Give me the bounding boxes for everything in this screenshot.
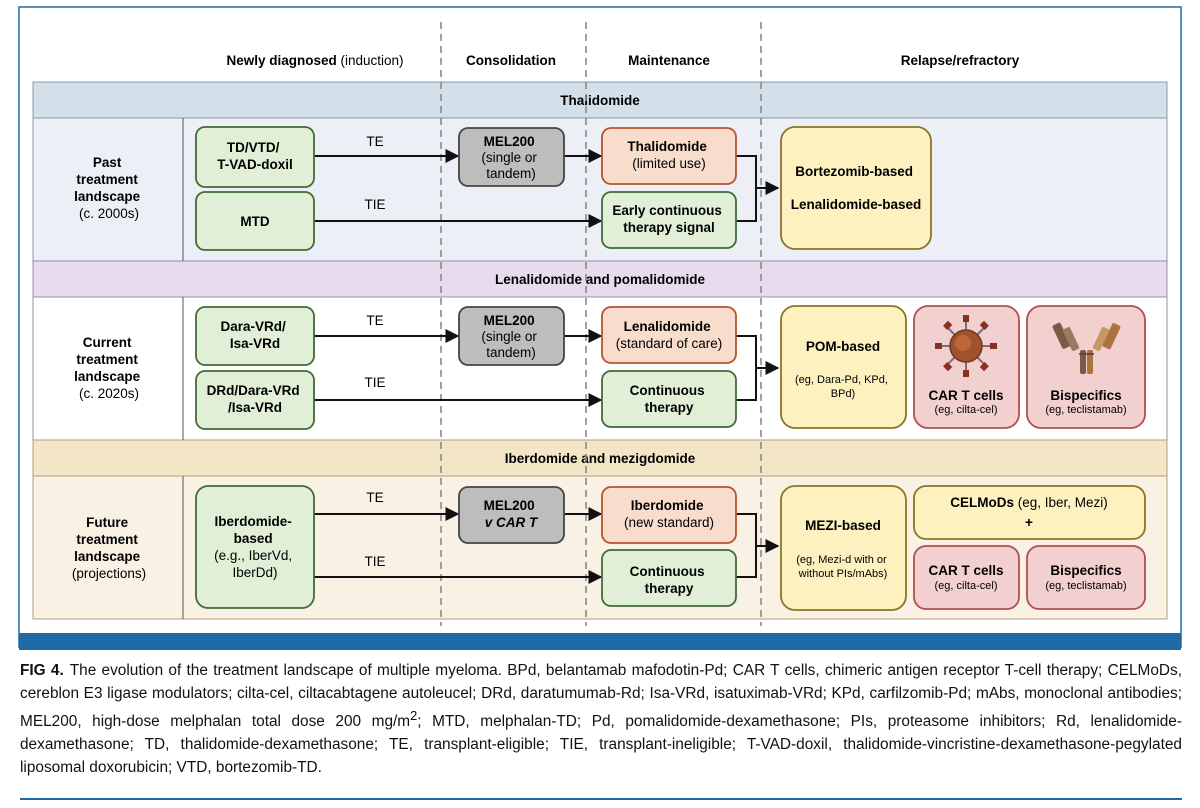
past-consolidation-text: MEL200 (single or tandem) [481,134,540,181]
future-regimen-text: Iberdomide- based (e.g., IberVd, IberDd) [214,514,296,580]
row-label-past: Past treatment landscape (c. 2000s) [74,155,144,221]
frame-bottom-bar [19,633,1181,650]
caption-text-part-2: ; MTD, melphalan-TD; Pd, pomalidomide-de… [20,713,1182,776]
future-mezi-detail: (eg, Mezi-d with or without PIs/mAbs) [796,554,890,580]
future-maintenance-te-box [601,486,737,544]
current-consolidation-box [458,306,565,366]
car-t-cell-icon [935,315,997,377]
current-tie-label: TIE [364,375,385,390]
current-te-label: TE [366,313,383,328]
current-consolidation-text: MEL200 (single or tandem) [481,313,540,360]
past-tie-regimen-box [195,191,315,251]
current-bispecifics-detail: (eg, teclistamab) [1045,404,1126,416]
past-te-regimen-text: TD/VTD/ T-VAD-doxil [217,140,293,172]
treatment-landscape-diagram: Newly diagnosed (induction) Consolidatio… [18,6,1182,650]
past-tie-regimen-text: MTD [240,214,269,229]
future-celmods-box [913,485,1146,540]
current-bispecifics-title: Bispecifics [1050,388,1121,403]
current-te-regimen-box [195,306,315,366]
future-tie-label: TIE [364,554,385,569]
future-regimen-box [195,485,315,609]
current-maintenance-te-box [601,306,737,364]
caption-superscript: 2 [410,708,418,724]
past-te-label: TE [366,134,383,149]
band-label-iberdomide-mezigdomide: Iberdomide and mezigdomide [505,451,696,466]
future-celmods-text: CELMoDs (eg, Iber, Mezi) [950,495,1108,510]
past-maintenance-te-box [601,127,737,185]
figure-label: FIG 4. [20,662,64,679]
band-label-thalidomide: Thalidomide [560,93,640,108]
past-maintenance-tie-box [601,191,737,249]
current-maintenance-te-text: Lenalidomide (standard of care) [616,319,723,351]
future-mezi-box [780,485,907,611]
band-thalidomide [32,81,1168,119]
column-header-relapse: Relapse/refractory [901,53,1020,68]
current-pom-box [780,305,907,429]
future-te-label: TE [366,490,383,505]
current-tie-regimen-text: DRd/Dara-VRd /Isa-VRd [207,383,304,415]
current-merge-connector [736,335,778,401]
figure-caption: FIG 4.The evolution of the treatment lan… [20,660,1182,779]
past-maintenance-te-text: Thalidomide (limited use) [627,139,710,171]
future-car-t-box [913,545,1020,610]
past-tie-label: TIE [364,197,385,212]
current-pom-title: POM-based [806,339,880,354]
row-label-future: Future treatment landscape (projections) [72,515,146,581]
current-car-t-detail: (eg, cilta-cel) [935,404,998,416]
past-te-regimen-box [195,126,315,188]
future-maintenance-tie-text: Continuous therapy [630,564,709,596]
current-car-t-title: CAR T cells [928,388,1003,403]
past-relapse-box [780,126,932,250]
caption-text-part-1: The evolution of the treatment landscape… [20,662,1182,731]
past-maintenance-tie-text: Early continuous therapy signal [612,203,725,235]
bispecific-antibody-icon [1052,322,1121,374]
future-bispecifics-box [1026,545,1146,610]
row-label-current: Current treatment landscape (c. 2020s) [74,335,144,401]
future-celmods-plus: + [1025,515,1033,530]
current-maintenance-tie-box [601,370,737,428]
past-merge-connector [736,155,778,222]
future-consolidation-text: MEL200 v CAR T [484,498,539,530]
column-header-maintenance: Maintenance [628,53,710,68]
band-iberdomide-mezigdomide [32,439,1168,477]
current-maintenance-tie-text: Continuous therapy [630,383,709,415]
future-merge-connector [736,513,778,578]
future-mezi-title: MEZI-based [805,518,881,533]
current-pom-detail: (eg, Dara-Pd, KPd, BPd) [795,374,891,400]
current-tie-regimen-box [195,370,315,430]
past-relapse-text: Bortezomib-based Lenalidomide-based [791,164,922,212]
column-header-newly-diagnosed: Newly diagnosed (induction) [226,53,403,68]
future-consolidation-box [458,486,565,544]
current-te-regimen-text: Dara-VRd/ Isa-VRd [220,319,289,351]
future-maintenance-te-text: Iberdomide (new standard) [624,498,714,530]
band-lenalidomide-pomalidomide [32,260,1168,298]
band-label-lenalidomide-pomalidomide: Lenalidomide and pomalidomide [495,272,706,287]
future-bispecifics-detail: (eg, teclistamab) [1045,580,1126,592]
bottom-rule [20,798,1182,800]
future-maintenance-tie-box [601,549,737,607]
column-header-consolidation: Consolidation [466,53,556,68]
future-car-t-title: CAR T cells [928,563,1003,578]
future-bispecifics-title: Bispecifics [1050,563,1121,578]
future-car-t-detail: (eg, cilta-cel) [935,580,998,592]
past-consolidation-box [458,127,565,187]
